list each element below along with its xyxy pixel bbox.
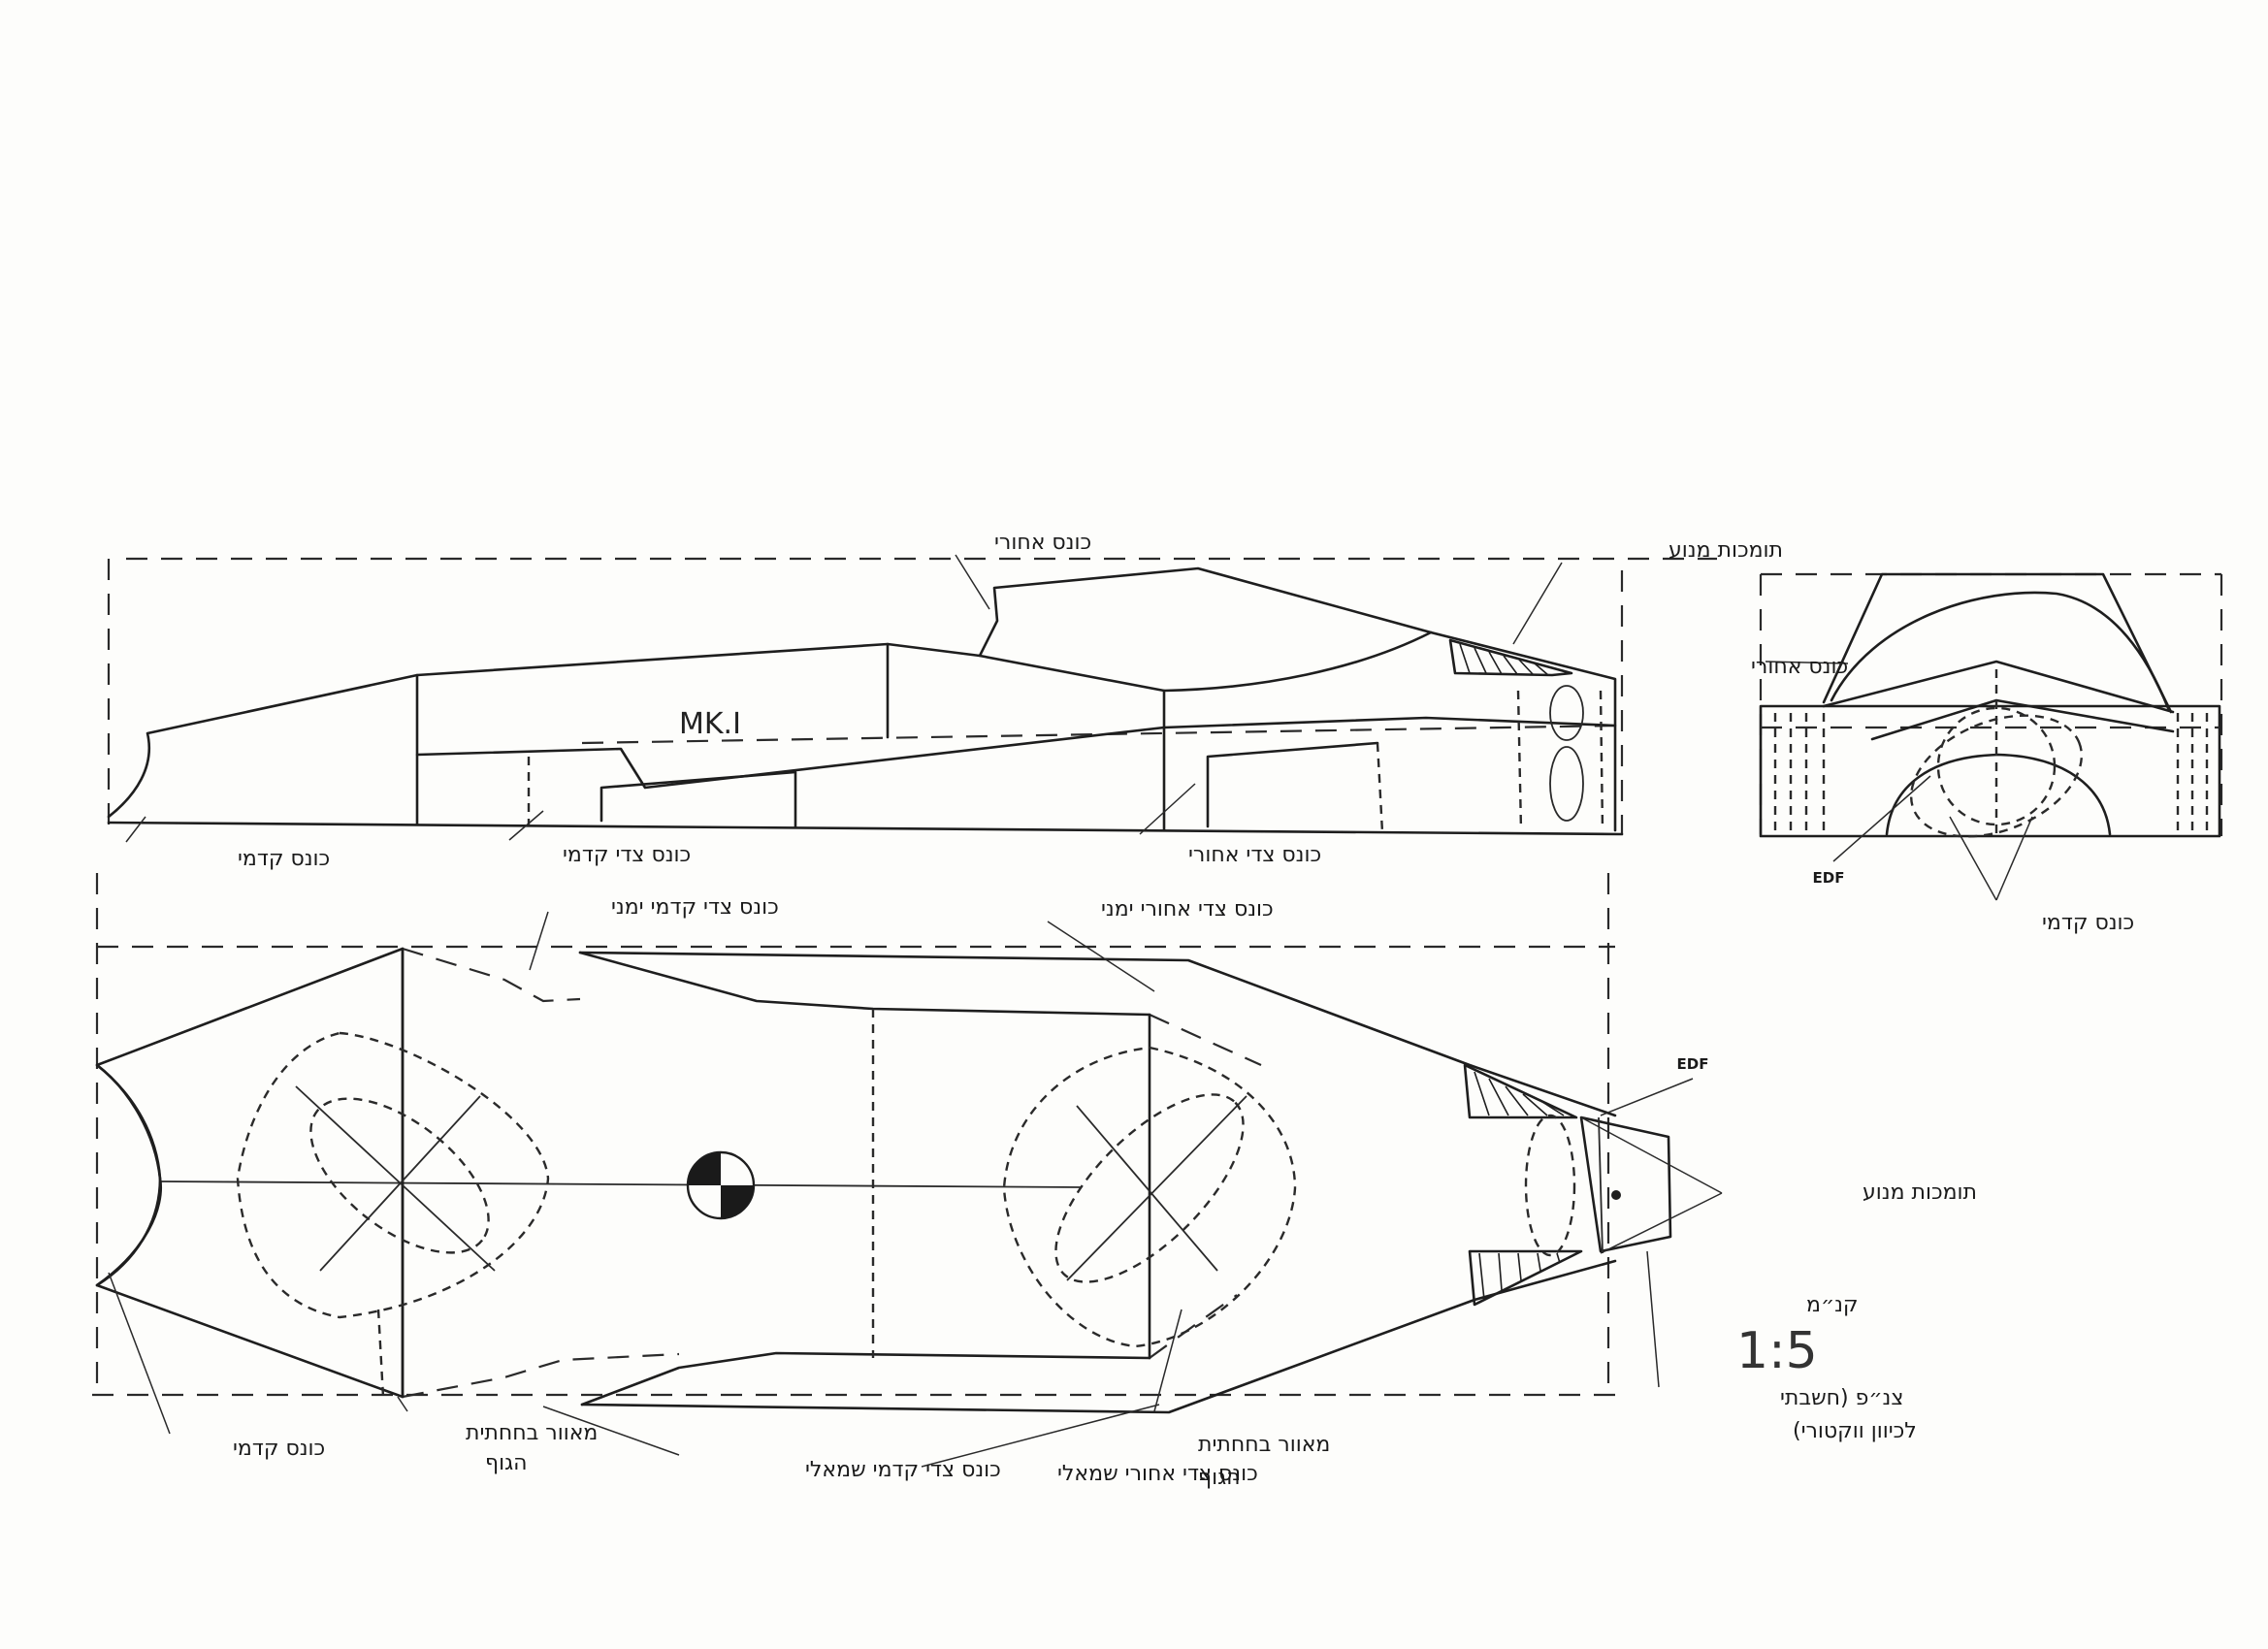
side-view: MK.I כונס אחורי תומכות מנוע כונס קדמי כו…: [107, 531, 1783, 871]
side-label-engine-mounts: תומכות מנוע: [1669, 538, 1783, 563]
front-view-canopy: [1822, 572, 2173, 714]
leader-top-front-cone: [108, 1272, 171, 1435]
front-label-edf: EDF: [1813, 869, 1845, 887]
top-view-centerline: [159, 1180, 1083, 1188]
leader-top-nozzle: [1646, 1250, 1660, 1388]
leader-side-engine-mounts: [1512, 562, 1563, 645]
leader-front-edf: [1832, 775, 1931, 862]
leader-top-edf: [1600, 1078, 1694, 1116]
leader-top-front-right: [529, 911, 549, 971]
front-label-rear-cone: כונס אחורי: [1751, 655, 1848, 679]
top-label-front-side-cone-left: כונס צדי קדמי שמאלי: [805, 1458, 1001, 1482]
leader-side-rear-side-cone: [1139, 783, 1196, 835]
top-view-nozzle: [1579, 1116, 1672, 1253]
top-view-fuselage-outline: [95, 947, 405, 1399]
scale-title: קנ״מ: [1806, 1293, 1859, 1317]
front-view: כונס אחורי EDF כונס קדמי: [1751, 572, 2223, 935]
side-view-rear-cone: [978, 630, 1433, 693]
top-view-upper-intake: [578, 951, 1151, 1017]
leader-top-rear-left: [921, 1404, 1160, 1468]
top-view-upper-intake-dashed: [402, 947, 1262, 1067]
top-label-nozzle-1: צנ״פ (חשבתי: [1780, 1386, 1903, 1410]
front-view-chevron: [1822, 660, 2175, 714]
leader-side-front-cone: [125, 816, 146, 843]
leader-top-rear-right: [1047, 921, 1155, 992]
side-view-engine-mount-hatch: [1448, 638, 1573, 677]
top-view-lower-intake: [580, 1351, 1151, 1406]
scale-value: 1:5: [1736, 1322, 1818, 1380]
side-view-front-side-cone: [415, 726, 1166, 790]
top-label-belly-vent-right-1: מאוור בחחתית: [1198, 1433, 1330, 1457]
leader-top-front-left: [542, 1406, 680, 1456]
side-view-edf-oval-bottom: [1549, 746, 1584, 822]
side-view-baseline: [107, 821, 1624, 836]
top-view-engine-mount-upper: [1463, 1063, 1578, 1119]
top-label-belly-vent-left-1: מאוור בחחתית: [466, 1421, 598, 1445]
top-view-belly-vent-rear: [1002, 1046, 1297, 1348]
top-label-engine-mounts: תומכות מנוע: [1863, 1180, 1977, 1205]
scale-note: קנ״מ 1:5: [1736, 1293, 1859, 1380]
front-view-body: [1759, 704, 2221, 838]
front-view-edf-circle: [1936, 706, 2057, 826]
model-mark: MK.I: [679, 707, 741, 741]
front-view-edf-oval: [1909, 714, 2084, 838]
side-view-canopy-line: [1162, 689, 1617, 729]
leader-side-rear-cone: [955, 554, 990, 610]
top-label-rear-side-cone-right: כונס צדי אחורי ימני: [1101, 897, 1274, 922]
top-label-belly-vent-left-2: הגוף: [485, 1451, 528, 1475]
top-label-front-cone: כונס קדמי: [233, 1437, 325, 1461]
top-view-belly-vent-front: [236, 1031, 550, 1319]
side-label-rear-cone: כונס אחורי: [994, 531, 1091, 555]
side-view-rear-side-cone: [1206, 741, 1379, 828]
leader-side-front-side-cone: [508, 810, 544, 841]
top-view-frame-1b: [376, 1309, 385, 1398]
side-view-dashed-duct: [1376, 742, 1384, 833]
cg-symbol: [686, 1150, 756, 1220]
front-view-rear-cone-arc: [1830, 591, 2170, 710]
top-label-rear-side-cone-left: כונס צדי אחורי שמאלי: [1057, 1462, 1258, 1486]
top-label-front-side-cone-right: כונס צדי קדמי ימני: [611, 895, 779, 920]
top-label-belly-vent-right-2: הגוף: [1198, 1466, 1241, 1490]
side-view-intake-lower: [599, 770, 797, 828]
leader-front-cone-a: [1949, 816, 1997, 901]
leader-top-engine-mount-a: [1580, 1116, 1723, 1194]
side-label-rear-side-cone: כונס צדי אחורי: [1188, 843, 1321, 867]
top-view-lower-edge: [580, 1259, 1617, 1414]
top-label-nozzle-2: לכיוון ווקטורי): [1793, 1419, 1917, 1443]
leader-top-belly-right: [1153, 1309, 1183, 1412]
leader-top-belly-left: [397, 1396, 408, 1412]
top-view-upper-edge: [578, 951, 1617, 1117]
top-view-edf-oval: [1524, 1114, 1576, 1257]
side-view-edf-oval-top: [1549, 685, 1584, 741]
top-view-lower-intake-dashed: [402, 1294, 1238, 1399]
side-view-edf-dashed-1: [1516, 690, 1523, 831]
front-label-front-cone: כונס קדמי: [2042, 911, 2134, 935]
top-view-front-cone: [95, 1063, 162, 1287]
side-label-front-side-cone: כונס צדי קדמי: [563, 843, 691, 867]
side-view-edf-dashed-2: [1599, 690, 1604, 831]
top-view-nozzle-ring: [1598, 1116, 1604, 1254]
front-view-intake-arch: [1885, 753, 2112, 836]
leader-front-cone-b: [1995, 816, 2033, 901]
top-view: כונס צדי קדמי ימני כונס צדי אחורי ימני E…: [92, 873, 1977, 1490]
leader-top-engine-mount-b: [1600, 1192, 1723, 1254]
leader-front-rear-cone: [1765, 661, 1849, 664]
top-label-edf: EDF: [1677, 1055, 1709, 1073]
side-label-front-cone: כונס קדמי: [238, 847, 330, 871]
top-view-engine-mount-lower: [1468, 1249, 1583, 1307]
side-view-fuselage-outline: [107, 566, 1617, 832]
front-view-side-vents: [1773, 713, 2209, 834]
top-view-nozzle-pivot: [1611, 1190, 1621, 1200]
